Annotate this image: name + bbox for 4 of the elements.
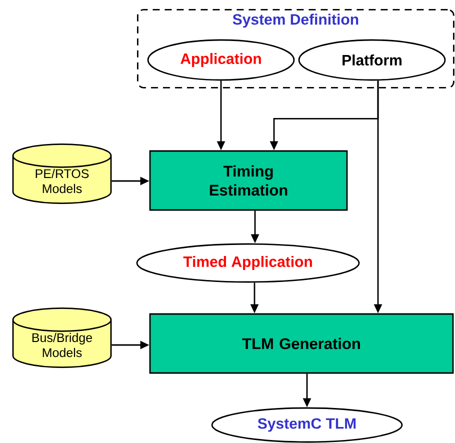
process-box: Timing Estimation <box>149 150 348 211</box>
model-database: Bus/Bridge Models <box>12 308 112 368</box>
process-box: TLM Generation <box>149 313 454 374</box>
model-database: PE/RTOS Models <box>12 144 112 204</box>
